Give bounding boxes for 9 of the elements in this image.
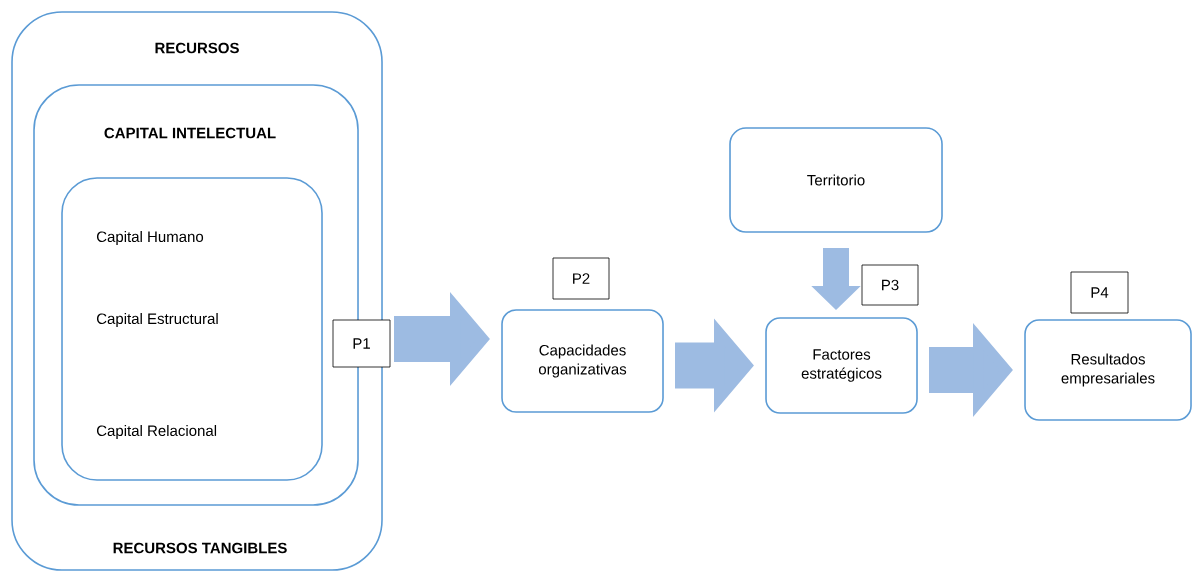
- label-box: P4: [1070, 271, 1129, 314]
- label-box: P2: [552, 257, 610, 300]
- process-box: Resultados empresariales: [1024, 319, 1192, 421]
- process-box: Factores estratégicos: [765, 317, 918, 414]
- process-box: Territorio: [729, 127, 943, 233]
- process-box: Capacidades organizativas: [501, 309, 664, 413]
- label-box: P1: [332, 319, 391, 368]
- label-box: P3: [861, 264, 919, 306]
- container-box: Capital Humano Capital Estructural Capital Relacional: [61, 177, 323, 481]
